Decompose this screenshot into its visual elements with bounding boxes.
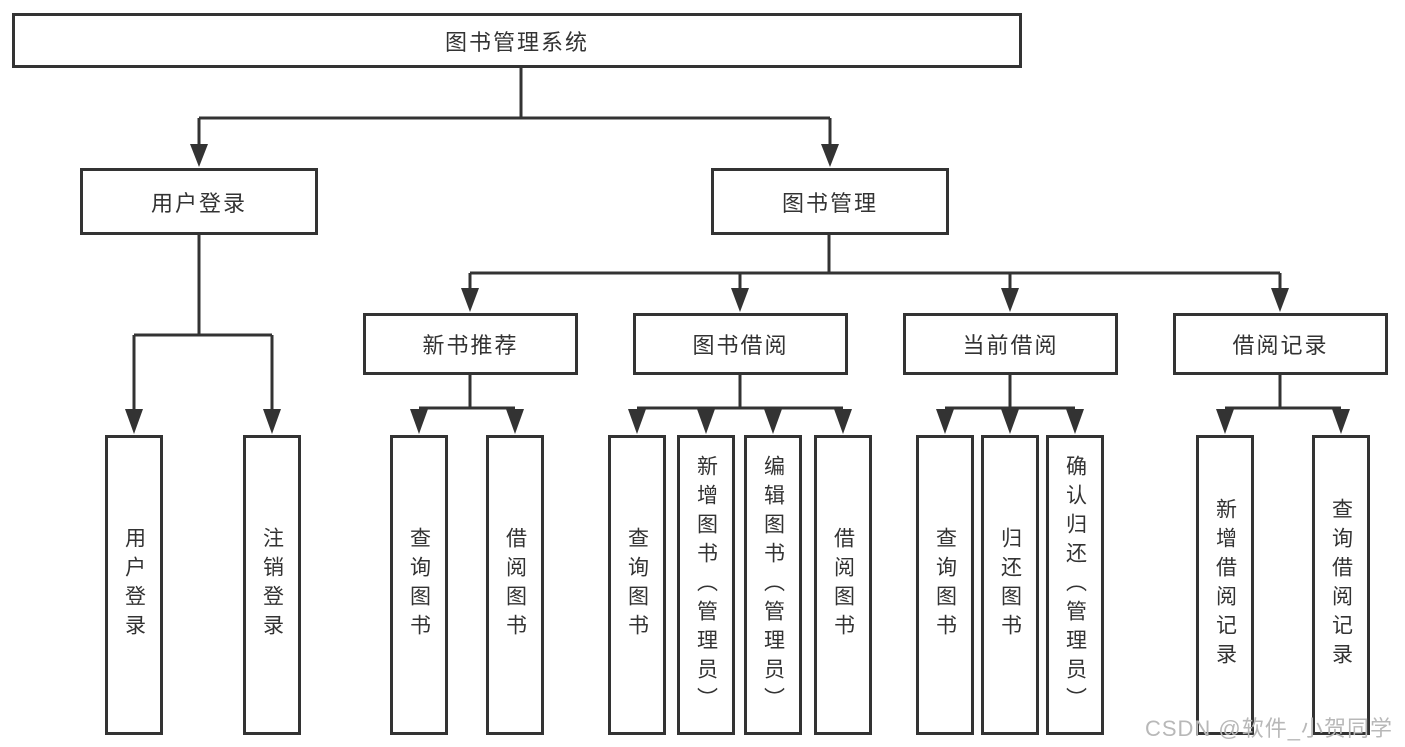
leaf-logout-label: 注销登录 — [260, 527, 284, 643]
leaf-user-login: 用户登录 — [105, 435, 163, 735]
connector-current-borrowing-to-leaves — [936, 375, 1084, 434]
node-new-book-recommend-label: 新书推荐 — [422, 333, 519, 358]
node-current-borrowing-label: 当前借阅 — [962, 333, 1059, 358]
leaf-query-borrow-record-label: 查询借阅记录 — [1329, 498, 1353, 672]
node-book-management-label: 图书管理 — [781, 190, 878, 216]
leaf-add-books-admin-label: 新增图书（管理员） — [694, 454, 718, 716]
node-root-label: 图书管理系统 — [444, 29, 589, 55]
leaf-edit-books-admin-label: 编辑图书（管理员） — [761, 454, 785, 716]
connector-root-to-level2 — [190, 68, 839, 167]
node-book-management: 图书管理 — [711, 168, 949, 235]
connector-book-borrowing-to-leaves — [628, 375, 852, 434]
connector-borrow-records-to-leaves — [1216, 375, 1350, 434]
leaf-query-borrow-record: 查询借阅记录 — [1312, 435, 1370, 735]
connector-new-book-to-leaves — [410, 375, 524, 434]
leaf-borrowing-borrow-books-label: 借阅图书 — [831, 527, 855, 643]
leaf-borrowing-query-books-label: 查询图书 — [625, 527, 649, 643]
leaf-add-borrow-record-label: 新增借阅记录 — [1213, 498, 1237, 672]
connector-user-login-to-leaves — [125, 235, 281, 434]
leaf-newbook-borrow-books-label: 借阅图书 — [503, 527, 527, 643]
leaf-borrowing-borrow-books: 借阅图书 — [814, 435, 872, 735]
watermark: CSDN @软件_小贺同学 — [1144, 716, 1393, 741]
node-borrowing-records: 借阅记录 — [1173, 313, 1388, 375]
connector-book-management-to-level3 — [461, 235, 1289, 312]
node-book-borrowing: 图书借阅 — [633, 313, 848, 375]
leaf-logout: 注销登录 — [243, 435, 301, 735]
leaf-newbook-borrow-books: 借阅图书 — [486, 435, 544, 735]
leaf-current-query-books-label: 查询图书 — [933, 527, 957, 643]
node-root: 图书管理系统 — [12, 13, 1022, 68]
leaf-borrowing-query-books: 查询图书 — [608, 435, 666, 735]
leaf-confirm-return-admin-label: 确认归还（管理员） — [1063, 454, 1087, 716]
leaf-newbook-query-books-label: 查询图书 — [407, 527, 431, 643]
node-user-login-label: 用户登录 — [150, 190, 247, 216]
leaf-add-books-admin: 新增图书（管理员） — [677, 435, 735, 735]
leaf-newbook-query-books: 查询图书 — [390, 435, 448, 735]
leaf-confirm-return-admin: 确认归还（管理员） — [1046, 435, 1104, 735]
leaf-current-query-books: 查询图书 — [916, 435, 974, 735]
leaf-user-login-label: 用户登录 — [122, 527, 146, 643]
leaf-edit-books-admin: 编辑图书（管理员） — [744, 435, 802, 735]
node-current-borrowing: 当前借阅 — [903, 313, 1118, 375]
leaf-return-books-label: 归还图书 — [998, 527, 1022, 643]
node-book-borrowing-label: 图书借阅 — [692, 333, 789, 358]
node-borrowing-records-label: 借阅记录 — [1232, 333, 1329, 358]
leaf-add-borrow-record: 新增借阅记录 — [1196, 435, 1254, 735]
leaf-return-books: 归还图书 — [981, 435, 1039, 735]
node-new-book-recommend: 新书推荐 — [363, 313, 578, 375]
node-user-login: 用户登录 — [80, 168, 318, 235]
